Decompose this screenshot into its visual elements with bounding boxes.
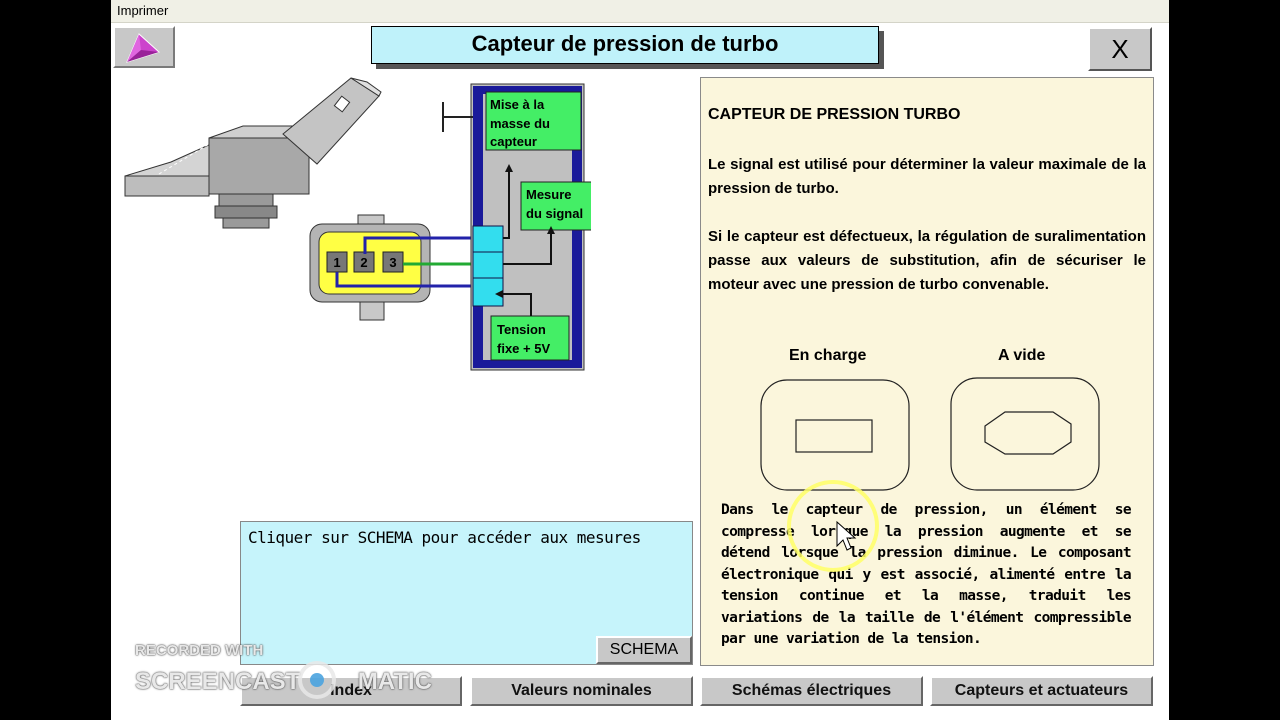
info-paragraph-1: Le signal est utilisé pour déterminer la… [708,156,1146,197]
hint-box: Cliquer sur SCHEMA pour accéder aux mesu… [240,521,693,665]
sensor-diagram: 1 2 3 [124,77,591,371]
schema-button[interactable]: SCHEMA [596,636,692,664]
signal-label: Mesure du signal [526,187,583,221]
mouse-pointer-icon [836,520,857,551]
app-window: Imprimer Capteur de pression de turbo X [111,0,1169,720]
pin-3-label: 3 [389,255,396,270]
sensors-actuators-button[interactable]: Capteurs et actuateurs [930,676,1153,706]
close-button[interactable]: X [1088,27,1152,71]
play-triangle-icon [126,33,160,63]
cursor-highlight [787,480,879,572]
nominal-values-button[interactable]: Valeurs nominales [470,676,693,706]
ecu-block: Mise à la masse du capteur Mesure du sig… [442,83,591,371]
pressure-sensor-illustration [124,77,382,229]
info-title: CAPTEUR DE PRESSION TURBO [708,106,961,123]
page-title: Capteur de pression de turbo [371,26,879,64]
watermark-brand-right: MATIC [357,668,432,695]
watermark-brand-left: SCREENCAST [135,668,301,695]
info-panel: CAPTEUR DE PRESSION TURBO Le signal est … [700,77,1154,666]
screencast-logo-icon [298,661,336,699]
nav-arrow-button[interactable] [113,26,175,68]
menu-bar: Imprimer [111,0,1169,23]
voltage-label: Tension fixe + 5V [497,322,550,356]
watermark-recorded: RECORDED WITH [135,642,264,659]
pin-2-label: 2 [360,255,367,270]
menu-print[interactable]: Imprimer [117,3,169,18]
label-en-charge: En charge [789,347,867,364]
label-a-vide: A vide [998,347,1046,364]
pin-1-label: 1 [333,255,340,270]
ground-label: Mise à la masse du capteur [490,97,554,149]
screencast-watermark: RECORDED WITH SCREENCAST MATIC [135,642,432,699]
watermark-brand: SCREENCAST MATIC [135,668,432,696]
connector-illustration: 1 2 3 [309,214,431,321]
electrical-schemas-button[interactable]: Schémas électriques [700,676,923,706]
info-paragraph-2: Si le capteur est défectueux, la régulat… [708,228,1146,293]
element-states-illustration [760,377,1100,491]
wiring [335,236,473,288]
hint-text: Cliquer sur SCHEMA pour accéder aux mesu… [248,528,641,547]
index-button[interactable]: Index [240,676,462,706]
info-paragraph-3: Dans le capteur de pression, un élément … [721,502,1132,647]
